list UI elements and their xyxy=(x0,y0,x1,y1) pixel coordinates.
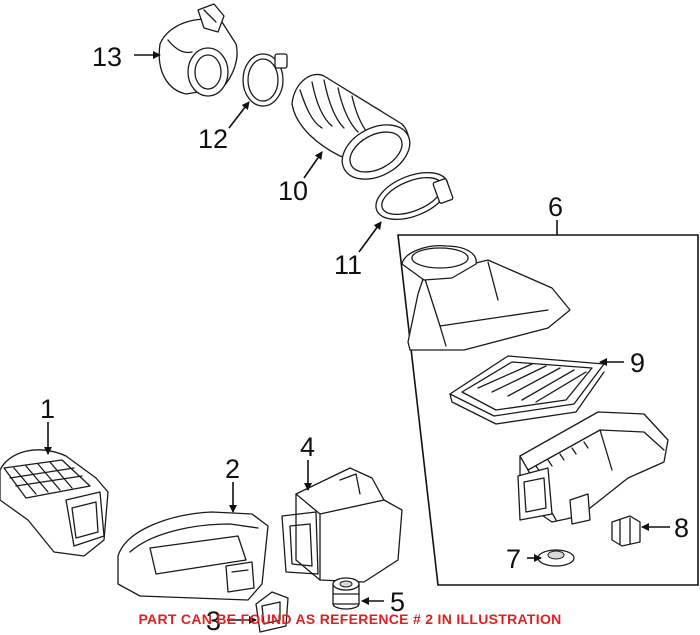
part-1-intake-scoop xyxy=(0,449,109,557)
reference-note: PART CAN BE FOUND AS REFERENCE # 2 IN IL… xyxy=(138,611,562,627)
leader-lines xyxy=(44,51,670,624)
part-4-air-guide xyxy=(281,467,403,583)
part-8-clip xyxy=(611,515,641,547)
callout-3: 3 xyxy=(206,606,221,635)
callout-6: 6 xyxy=(548,192,563,222)
callout-7: 7 xyxy=(506,544,521,574)
part-3-insert xyxy=(255,591,289,633)
part-2-air-duct xyxy=(117,511,269,601)
callout-5: 5 xyxy=(390,587,405,617)
callout-2: 2 xyxy=(225,454,240,484)
callout-4: 4 xyxy=(300,432,315,462)
part-11-hose-clamp xyxy=(375,171,454,221)
air-cleaner-lower-housing xyxy=(517,411,669,525)
assembly-box-6 xyxy=(397,234,699,586)
callout-11: 11 xyxy=(334,250,362,280)
callout-9: 9 xyxy=(630,348,645,378)
part-13-air-mass-meter xyxy=(158,3,238,97)
callout-10: 10 xyxy=(278,176,308,206)
callout-13: 13 xyxy=(92,42,122,72)
callout-12: 12 xyxy=(198,124,228,154)
part-5-bushing xyxy=(332,577,360,610)
callout-1: 1 xyxy=(40,394,55,424)
part-12-hose-clamp xyxy=(242,53,288,107)
part-10-intake-boot xyxy=(291,73,411,180)
callout-8: 8 xyxy=(674,513,689,543)
air-cleaner-upper-housing xyxy=(401,245,571,351)
part-9-air-filter xyxy=(449,355,605,425)
part-7-grommet xyxy=(537,549,575,567)
